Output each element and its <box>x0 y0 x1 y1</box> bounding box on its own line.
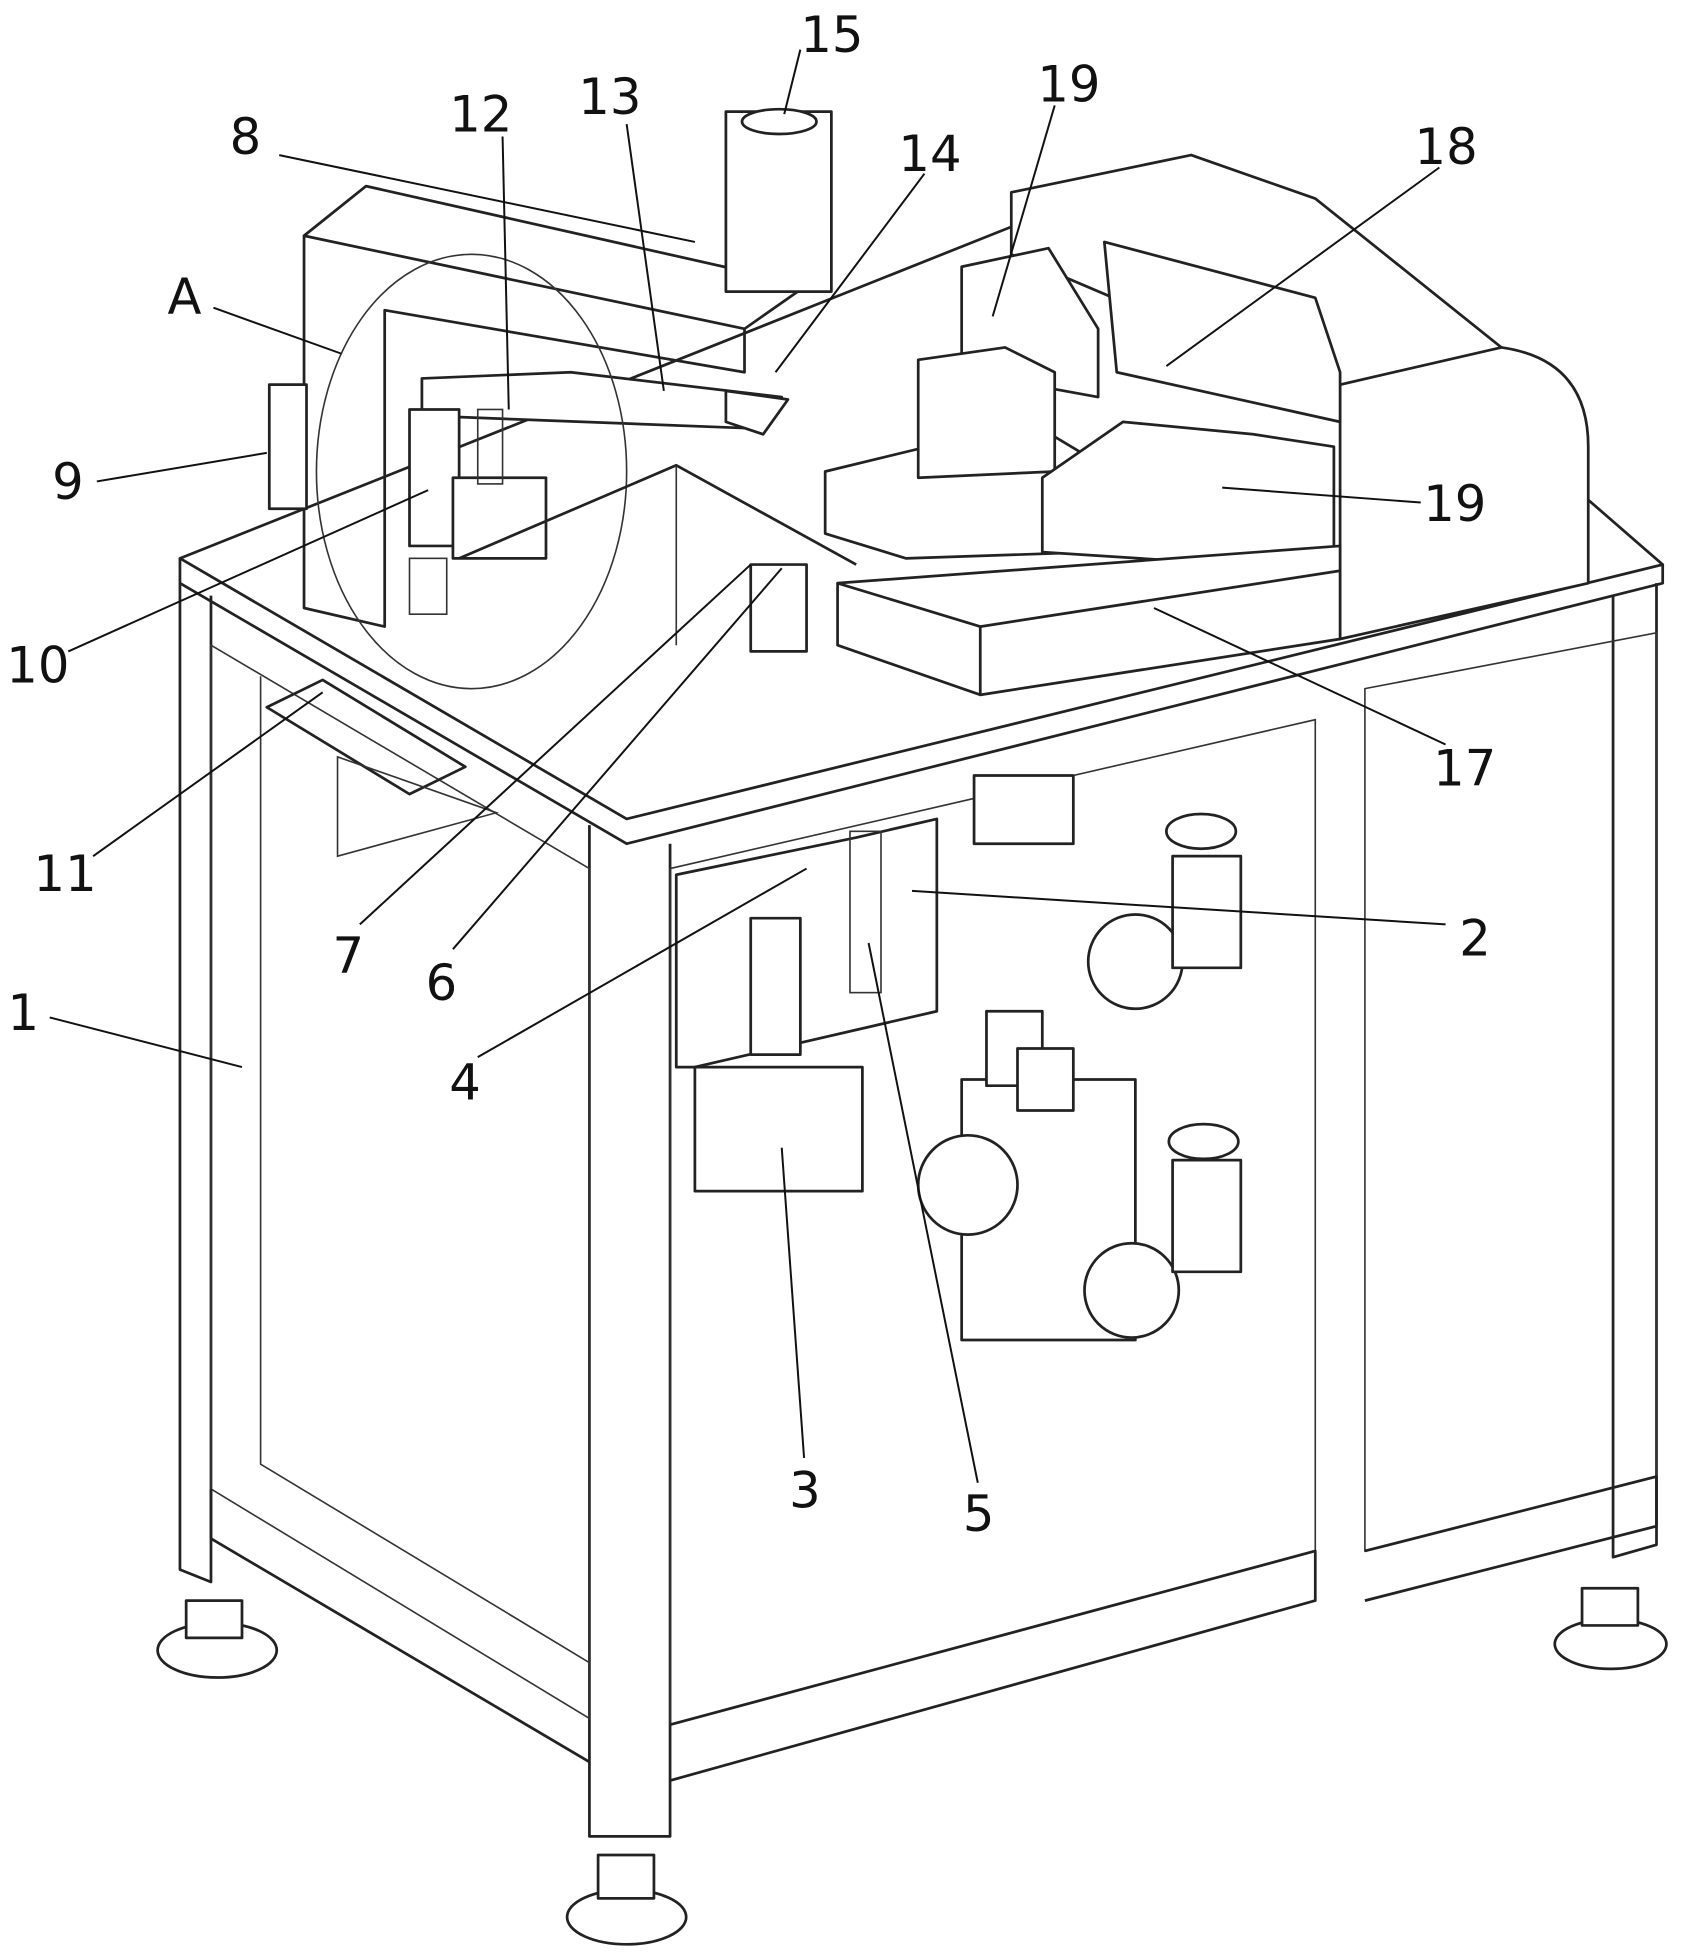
cabinet-components <box>676 775 1241 1340</box>
label-3: 3 <box>789 1462 821 1520</box>
label-19-right: 19 <box>1423 475 1486 533</box>
label-7: 7 <box>333 927 365 985</box>
label-14: 14 <box>898 125 961 183</box>
leader-15 <box>784 50 800 115</box>
label-2: 2 <box>1459 909 1491 967</box>
leader-3 <box>782 1148 804 1458</box>
label-4: 4 <box>449 1053 481 1111</box>
leader-11 <box>93 692 323 856</box>
label-10: 10 <box>6 636 69 694</box>
leader-9 <box>97 453 267 482</box>
label-18: 18 <box>1415 118 1478 176</box>
label-5: 5 <box>963 1485 995 1543</box>
leader-A <box>213 308 341 354</box>
label-6: 6 <box>426 954 458 1012</box>
label-19-top: 19 <box>1037 56 1100 114</box>
label-1: 1 <box>7 984 39 1042</box>
label-8: 8 <box>230 108 262 166</box>
label-17: 17 <box>1433 739 1496 797</box>
label-9: 9 <box>52 453 84 511</box>
label-11: 11 <box>34 845 97 903</box>
label-A: A <box>168 268 202 326</box>
label-13: 13 <box>578 68 641 126</box>
leader-1 <box>50 1017 242 1067</box>
label-12: 12 <box>449 86 512 144</box>
label-15: 15 <box>800 6 863 64</box>
